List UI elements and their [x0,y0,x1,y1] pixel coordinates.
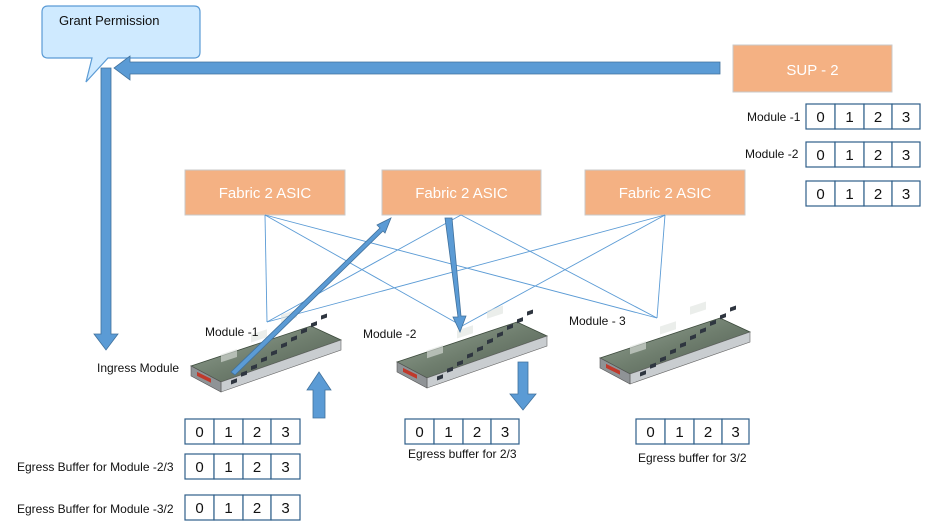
buffer-cell: 0 [816,147,824,164]
buffer-cell: 1 [444,424,452,441]
sup-to-grant-arrow [113,55,721,81]
fabric-asic-label: Fabric 2 ASIC [219,185,312,202]
buffer-cell: 3 [281,500,289,517]
buffer-cell: 0 [816,109,824,126]
grant-permission-text: Grant Permission [59,13,159,28]
buffer-cell: 0 [195,459,203,476]
buffer-cell: 2 [253,424,261,441]
fabric-asic-3: Fabric 2 ASIC [584,169,746,216]
buffer-cell: 1 [224,424,232,441]
ingress-to-fabric-arrow [230,217,392,376]
buffer-cell: 3 [731,424,739,441]
sup-buffer-2: Module -2 0 1 2 3 [745,141,921,168]
buffer-cell: 2 [253,500,261,517]
grant-permission-callout: Grant Permission [41,5,201,83]
buffer-cell: 0 [816,186,824,203]
egress-buffer-label: Egress Buffer for Module -2/3 [17,460,174,474]
fabric-asic-1: Fabric 2 ASIC [184,169,346,216]
egress-buffer-module-2-3: Egress Buffer for Module -2/3 0 1 2 3 [17,453,301,480]
fabric-mesh-lines [264,214,666,327]
fabric-asic-2: Fabric 2 ASIC [381,169,542,216]
buffer-cell: 3 [902,147,910,164]
buffer-cell: 1 [845,147,853,164]
egress-buffer-module-3-2: Egress Buffer for Module -3/2 0 1 2 3 [17,494,301,521]
buffer-cell: 2 [874,186,882,203]
sup-buffer-label: Module -2 [745,147,799,161]
fabric-to-module-2-arrow [444,217,467,334]
fabric-asic-label: Fabric 2 ASIC [619,185,712,202]
buffer-cell: 0 [195,500,203,517]
buffer-cell: 3 [902,186,910,203]
buffer-cell: 1 [845,109,853,126]
buffer-cell: 2 [704,424,712,441]
buffer-cell: 0 [195,424,203,441]
module-2-down-arrow [509,361,537,411]
buffer-cell: 3 [501,424,509,441]
buffer-cell: 1 [224,459,232,476]
egress-buffer-2-3: 0 1 2 3 Egress buffer for 2/3 [404,418,520,461]
buffer-cell: 2 [473,424,481,441]
module-1-label: Module -1 [205,325,259,339]
egress-buffer-3-2: 0 1 2 3 Egress buffer for 3/2 [635,418,750,465]
fabric-asic-label: Fabric 2 ASIC [415,185,508,202]
sup-2-label: SUP - 2 [786,62,838,79]
sup-2-box: SUP - 2 [732,44,893,93]
buffer-cell: 1 [845,186,853,203]
sup-buffer-1: Module -1 0 1 2 3 [747,103,921,130]
buffer-cell: 2 [874,147,882,164]
module-1-up-arrow [306,371,332,419]
buffer-cell: 0 [646,424,654,441]
buffer-cell: 1 [675,424,683,441]
buffer-cell: 3 [902,109,910,126]
ingress-module-label: Ingress Module [97,361,179,375]
egress-buffer-label: Egress buffer for 2/3 [408,447,517,461]
buffer-cell: 2 [253,459,261,476]
buffer-cell: 3 [281,459,289,476]
grant-to-ingress-arrow [93,67,119,351]
sup-buffer-3: 0 1 2 3 [805,180,921,207]
egress-buffer-label: Egress buffer for 3/2 [638,451,747,465]
module-1-buffer: 0 1 2 3 [184,418,301,445]
module-2-label: Module -2 [363,327,417,341]
module-3-label: Module - 3 [569,314,626,328]
buffer-cell: 1 [224,500,232,517]
buffer-cell: 3 [281,424,289,441]
buffer-cell: 2 [874,109,882,126]
egress-buffer-label: Egress Buffer for Module -3/2 [17,502,174,516]
sup-buffer-label: Module -1 [747,110,801,124]
buffer-cell: 0 [415,424,423,441]
